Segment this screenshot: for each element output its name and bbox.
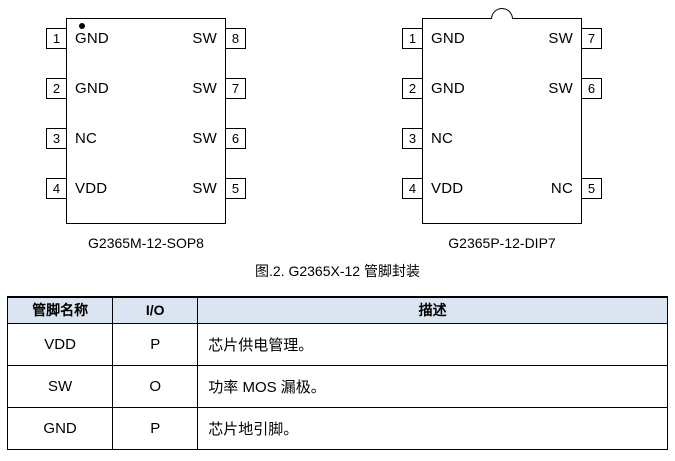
package-body bbox=[422, 18, 582, 224]
package-body bbox=[66, 18, 226, 224]
pin-5-label: SW bbox=[192, 180, 217, 197]
pin-5-number-box: 5 bbox=[581, 178, 602, 199]
table-cell-r1-c2: 功率 MOS 漏极。 bbox=[197, 364, 668, 408]
pin-1-number-box: 1 bbox=[402, 28, 423, 49]
pin-4-number-box: 4 bbox=[402, 178, 423, 199]
pin-7-label: SW bbox=[192, 80, 217, 97]
pin-1-number-box: 1 bbox=[46, 28, 67, 49]
pin-7-number-box: 7 bbox=[225, 78, 246, 99]
pin-2-number-box: 2 bbox=[46, 78, 67, 99]
package-name: G2365M-12-SOP8 bbox=[88, 235, 204, 251]
pin-3-number-box: 3 bbox=[402, 128, 423, 149]
pin-2-label: GND bbox=[431, 80, 465, 97]
pin-2-label: GND bbox=[75, 80, 109, 97]
pin-6-label: SW bbox=[192, 130, 217, 147]
pin-4-label: VDD bbox=[431, 180, 464, 197]
table-cell-r0-c2: 芯片供电管理。 bbox=[197, 322, 668, 366]
pin-3-label: NC bbox=[75, 130, 98, 147]
pin-6-number-box: 6 bbox=[225, 128, 246, 149]
pin1-notch-indicator bbox=[491, 8, 513, 19]
table-header-col1: I/O bbox=[112, 296, 199, 324]
table-header-col0: 管脚名称 bbox=[6, 296, 114, 324]
pin-6-label: SW bbox=[548, 80, 573, 97]
table-cell-r2-c2: 芯片地引脚。 bbox=[197, 406, 668, 450]
pin-7-label: SW bbox=[548, 30, 573, 47]
table-cell-r2-c1: P bbox=[112, 406, 199, 450]
package-name: G2365P-12-DIP7 bbox=[448, 235, 556, 251]
pin-7-number-box: 7 bbox=[581, 28, 602, 49]
pin-3-number-box: 3 bbox=[46, 128, 67, 149]
pin-5-label: NC bbox=[550, 180, 573, 197]
pin-3-label: NC bbox=[431, 130, 454, 147]
pin-2-number-box: 2 bbox=[402, 78, 423, 99]
table-cell-r1-c1: O bbox=[112, 364, 199, 408]
figure-caption: 图.2. G2365X-12 管脚封装 bbox=[255, 263, 420, 279]
table-cell-r1-c0: SW bbox=[6, 364, 114, 408]
pin-4-label: VDD bbox=[75, 180, 108, 197]
pin-6-number-box: 6 bbox=[581, 78, 602, 99]
pin-1-label: GND bbox=[75, 30, 109, 47]
pin-8-label: SW bbox=[192, 30, 217, 47]
pin-5-number-box: 5 bbox=[225, 178, 246, 199]
table-cell-r0-c1: P bbox=[112, 322, 199, 366]
pin1-dot-indicator bbox=[79, 23, 85, 29]
table-header-col2: 描述 bbox=[197, 296, 668, 324]
pin-1-label: GND bbox=[431, 30, 465, 47]
table-cell-r2-c0: GND bbox=[6, 406, 114, 450]
table-cell-r0-c0: VDD bbox=[6, 322, 114, 366]
pin-4-number-box: 4 bbox=[46, 178, 67, 199]
pin-8-number-box: 8 bbox=[225, 28, 246, 49]
